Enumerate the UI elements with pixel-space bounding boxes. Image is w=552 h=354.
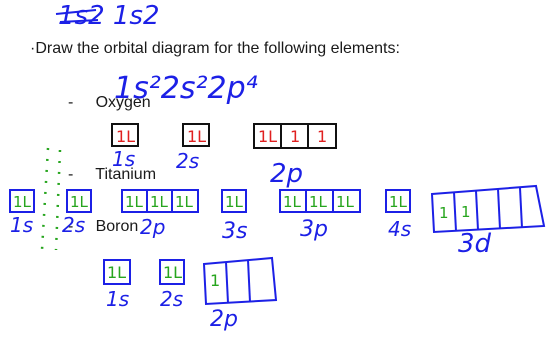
electron-pair: 1L	[187, 127, 206, 146]
orbital-box-1s	[103, 259, 131, 285]
electron-pair: 1L	[258, 127, 277, 146]
label-2s: 2s	[160, 287, 183, 311]
electron-pair: 1L	[309, 193, 328, 211]
orbital-box-1s	[111, 123, 139, 147]
orbital-box-2p	[121, 189, 199, 213]
electron-pair: 1L	[150, 193, 169, 211]
box-divider	[453, 191, 457, 232]
orbital-box-2s	[66, 189, 92, 213]
label-3d: 3d	[458, 229, 492, 259]
electron-pair: 1L	[163, 263, 182, 282]
bullet-dash: -	[68, 218, 74, 235]
orbital-box-3s	[221, 189, 247, 213]
orbital-box-2s	[182, 123, 210, 147]
electron-pair: 1L	[283, 193, 302, 211]
electron-pair: 1L	[107, 263, 126, 282]
label-2p: 2p	[270, 159, 303, 189]
electron-pair: 1L	[336, 193, 355, 211]
electron-pair: 1L	[70, 193, 89, 211]
electron-single: 1	[461, 203, 471, 221]
label-1s: 1s	[10, 213, 33, 237]
label-2s: 2s	[62, 213, 85, 237]
electron-pair: 1L	[13, 193, 32, 211]
box-divider	[225, 261, 229, 304]
electron-pair: 1L	[125, 193, 144, 211]
orbital-box-2p	[253, 123, 337, 149]
instruction-text: ·Draw the orbital diagram for the follow…	[30, 40, 400, 57]
element-titanium: - Titanium	[68, 166, 156, 184]
label-3p: 3p	[300, 217, 328, 242]
label-2p: 2p	[140, 215, 165, 239]
orbital-box-2s	[159, 259, 185, 285]
element-oxygen: - Oxygen	[68, 94, 151, 112]
orbital-box-4s	[385, 189, 411, 213]
label-1s: 1s	[112, 147, 135, 171]
element-boron: - Boron	[68, 218, 138, 236]
electron-pair: 1L	[116, 127, 135, 146]
oxygen-orbital-diagram: 1L 1L 1L 1 1 1s 2s 2p	[111, 123, 337, 189]
corner-scribble: 1s2 1s2	[58, 1, 160, 31]
label-2s: 2s	[176, 149, 199, 173]
dotted-divider	[40, 147, 50, 251]
box-divider	[247, 259, 251, 303]
label-4s: 4s	[388, 217, 411, 241]
bullet-dash: -	[68, 166, 74, 183]
electron-configuration: 1s²2s²2p⁴	[114, 71, 258, 106]
dotted-divider	[54, 149, 62, 251]
element-name: Titanium	[95, 166, 157, 183]
boron-orbital-diagram: 1L 1L 1 1s 2s 2p	[103, 256, 278, 332]
element-name: Boron	[95, 218, 139, 235]
orbital-box-3d	[430, 184, 546, 234]
box-divider	[497, 188, 501, 230]
electron-single: 1	[317, 127, 327, 146]
electron-single: 1	[290, 127, 300, 146]
electron-pair: 1L	[389, 193, 408, 211]
box-divider	[475, 190, 479, 231]
label-3s: 3s	[222, 219, 247, 244]
electron-single: 1	[210, 271, 220, 290]
box-divider	[519, 187, 523, 229]
bullet-dash: -	[68, 94, 74, 111]
electron-pair: 1L	[225, 193, 244, 211]
orbital-box-2p	[202, 256, 278, 306]
electron-pair: 1L	[175, 193, 194, 211]
orbital-box-1s	[9, 189, 35, 213]
scribble-strike	[55, 9, 99, 23]
titanium-orbital-diagram: 1L 1L 1L 1L 1L 1L 1L 1L 1L 1L 1 1 1s 2s …	[9, 184, 546, 259]
label-2p: 2p	[210, 307, 238, 332]
orbital-box-3p	[279, 189, 361, 213]
element-name: Oxygen	[95, 94, 151, 111]
electron-single: 1	[439, 204, 449, 222]
label-1s: 1s	[106, 287, 129, 311]
